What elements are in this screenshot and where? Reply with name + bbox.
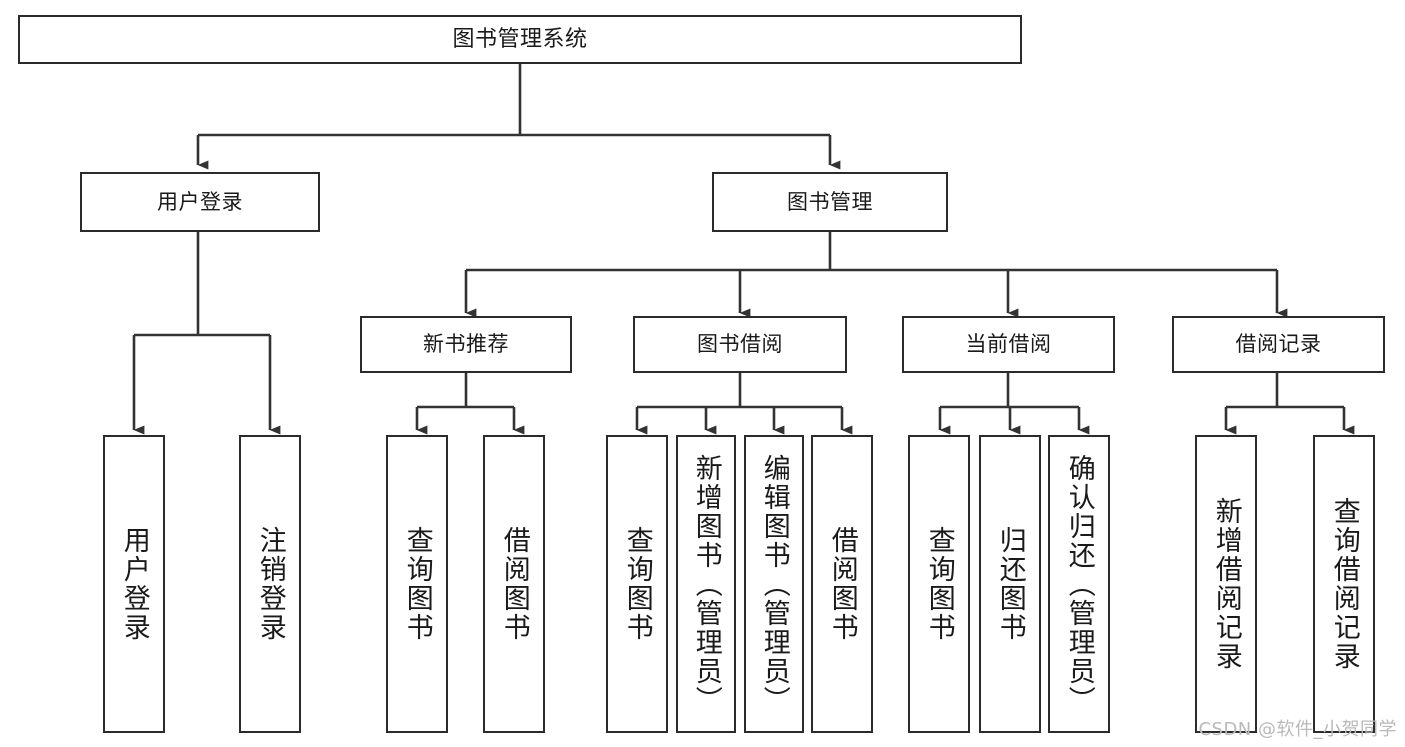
leaf-record-add-record[interactable]: 新增借阅记录 — [1195, 435, 1257, 733]
leaf-newbook-query-book[interactable]: 查询图书 — [386, 435, 448, 733]
node-label: 查询图书 — [923, 526, 955, 642]
node-label: 查询图书 — [401, 526, 433, 642]
node-label: 确认归还（管理员） — [1063, 453, 1095, 715]
node-label: 新增图书（管理员） — [690, 453, 722, 715]
node-label: 注销登录 — [254, 526, 286, 642]
leaf-borrow-query-book[interactable]: 查询图书 — [606, 435, 668, 733]
node-current-borrow[interactable]: 当前借阅 — [902, 316, 1115, 373]
node-book-borrow[interactable]: 图书借阅 — [633, 316, 847, 373]
node-label: 借阅图书 — [826, 526, 858, 642]
leaf-borrow-edit-book-admin[interactable]: 编辑图书（管理员） — [744, 435, 804, 733]
node-label: 当前借阅 — [965, 332, 1052, 357]
leaf-newbook-borrow-book[interactable]: 借阅图书 — [483, 435, 545, 733]
node-label: 图书管理系统 — [452, 26, 588, 52]
leaf-logout[interactable]: 注销登录 — [239, 435, 301, 733]
node-label: 借阅图书 — [498, 526, 530, 642]
leaf-record-query-record[interactable]: 查询借阅记录 — [1313, 435, 1375, 733]
leaf-current-confirm-return-admin[interactable]: 确认归还（管理员） — [1048, 435, 1110, 733]
leaf-current-query-book[interactable]: 查询图书 — [908, 435, 970, 733]
node-label: 归还图书 — [994, 526, 1026, 642]
leaf-user-login[interactable]: 用户登录 — [103, 435, 165, 733]
node-label: 用户登录 — [157, 189, 243, 214]
node-label: 查询图书 — [621, 526, 653, 642]
watermark: CSDN @软件_小贺同学 — [1198, 719, 1397, 740]
node-root-system[interactable]: 图书管理系统 — [18, 15, 1022, 64]
node-label: 新增借阅记录 — [1210, 497, 1242, 671]
node-label: 用户登录 — [118, 526, 150, 642]
node-book-management[interactable]: 图书管理 — [712, 172, 948, 232]
node-new-book-recommend[interactable]: 新书推荐 — [360, 316, 572, 373]
node-user-login[interactable]: 用户登录 — [80, 172, 320, 232]
node-label: 图书管理 — [787, 189, 873, 214]
node-label: 新书推荐 — [423, 332, 509, 357]
leaf-borrow-borrow-book[interactable]: 借阅图书 — [811, 435, 873, 733]
node-label: 查询借阅记录 — [1328, 497, 1360, 671]
node-label: 图书借阅 — [697, 332, 783, 357]
node-borrow-record[interactable]: 借阅记录 — [1172, 316, 1385, 373]
leaf-current-return-book[interactable]: 归还图书 — [979, 435, 1041, 733]
leaf-borrow-add-book-admin[interactable]: 新增图书（管理员） — [676, 435, 736, 733]
node-label: 借阅记录 — [1235, 332, 1322, 357]
node-label: 编辑图书（管理员） — [758, 453, 790, 715]
